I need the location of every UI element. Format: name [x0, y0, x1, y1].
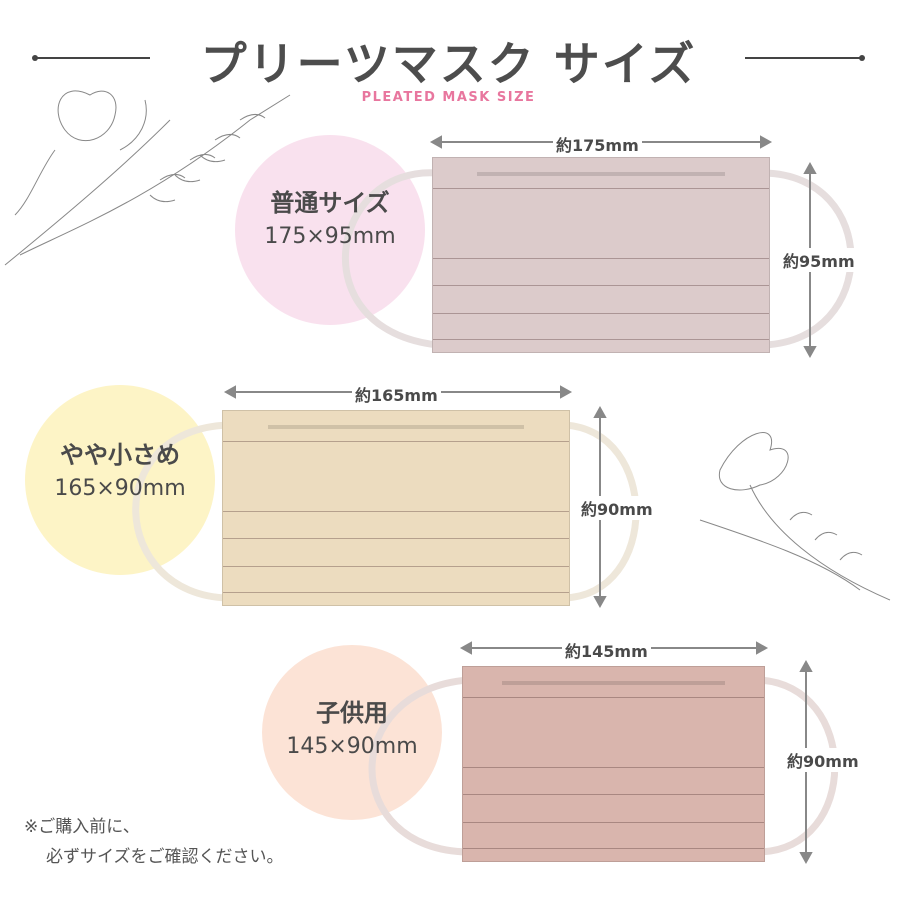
page-title: プリーツマスク サイズ: [200, 37, 697, 91]
size-name: やや小さめ: [60, 441, 180, 469]
width-label-regular: 約175mm: [553, 132, 642, 156]
mask-small: [222, 410, 570, 606]
size-name: 普通サイズ: [270, 189, 390, 217]
size-dims: 165×90mm: [54, 476, 186, 501]
flower-illustration-right: [699, 432, 891, 601]
mask-kids: [462, 666, 765, 862]
page-subtitle: PLEATED MASK SIZE: [361, 90, 536, 105]
mask-regular: [432, 157, 770, 353]
size-name: 子供用: [316, 699, 388, 727]
note-line-1: ※ご購入前に、: [24, 817, 140, 837]
width-label-kids: 約145mm: [562, 638, 651, 662]
size-dims: 145×90mm: [286, 734, 418, 759]
height-label-regular: 約95mm: [780, 248, 858, 272]
width-label-small: 約165mm: [352, 382, 441, 406]
height-label-kids: 約90mm: [784, 748, 862, 772]
purchase-note: ※ご購入前に、 必ずサイズをご確認ください。: [24, 812, 284, 872]
size-label-regular: 普通サイズ 175×95mm: [240, 183, 420, 249]
height-label-small: 約90mm: [578, 496, 656, 520]
size-dims: 175×95mm: [264, 224, 396, 249]
flower-illustration-top-left: [4, 90, 291, 266]
size-label-small: やや小さめ 165×90mm: [30, 435, 210, 501]
note-line-2: 必ずサイズをご確認ください。: [46, 847, 284, 867]
size-label-kids: 子供用 145×90mm: [262, 693, 442, 759]
